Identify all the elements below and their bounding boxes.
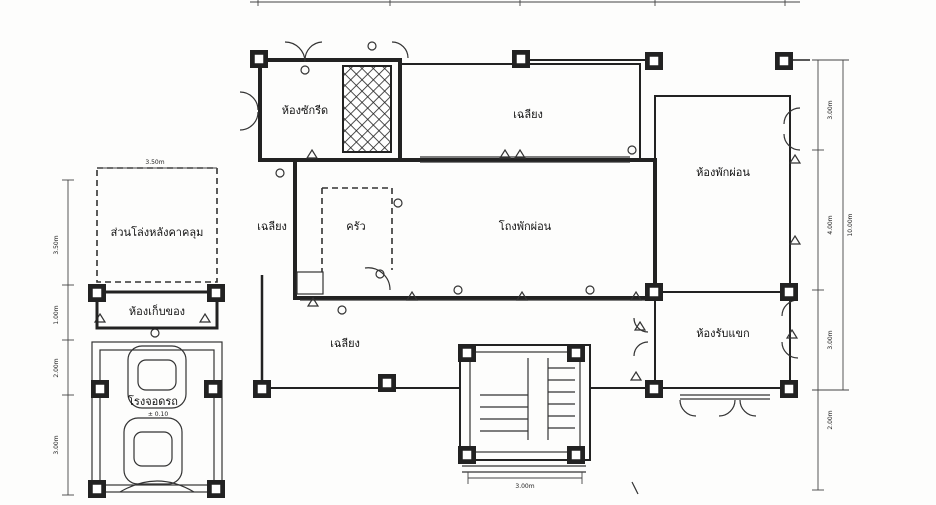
column	[567, 344, 585, 362]
column	[458, 446, 476, 464]
label-bedroom: ห้องพักผ่อน	[696, 166, 750, 179]
dimension-labels: 3.50m 1.00m 2.00m 3.00m 3.00m 4.00m 3.00…	[53, 100, 854, 490]
column	[780, 283, 798, 301]
column	[512, 50, 530, 68]
column	[458, 344, 476, 362]
dim-right-2: 4.00m	[827, 215, 834, 234]
left-annex	[91, 167, 223, 493]
label-covered-area: ส่วนโล่งหลังคาคลุม	[111, 225, 204, 239]
column	[204, 380, 222, 398]
dim-right-3: 3.00m	[827, 330, 834, 349]
column	[645, 283, 663, 301]
column	[567, 446, 585, 464]
dim-left-4: 3.00m	[53, 435, 60, 454]
label-storage: ห้องเก็บของ	[129, 304, 185, 318]
column	[88, 480, 106, 498]
dim-right-1: 3.00m	[827, 100, 834, 119]
dim-left-1: 3.50m	[53, 235, 60, 254]
column	[207, 284, 225, 302]
label-kitchen: ครัว	[346, 220, 365, 233]
main-house-walls	[258, 58, 810, 400]
plan-markers	[93, 41, 802, 381]
dim-left-3: 2.00m	[53, 358, 60, 377]
label-terrace-left: เฉลียง	[257, 220, 287, 233]
label-terrace-bottom: เฉลียง	[330, 337, 360, 350]
label-garage-level: ± 0.10	[148, 411, 168, 418]
dim-right-4: 2.00m	[827, 410, 834, 429]
staircase	[459, 344, 591, 473]
column	[207, 480, 225, 498]
column	[253, 380, 271, 398]
label-terrace-top: เฉลียง	[513, 108, 543, 121]
room-labels: ห้องซักรีด เฉลียง ห้องพักผ่อน เฉลียง ครั…	[111, 104, 751, 418]
column	[645, 52, 663, 70]
label-garage: โรงจอดรถ	[128, 394, 178, 408]
label-laundry: ห้องซักรีด	[282, 104, 328, 117]
column	[645, 380, 663, 398]
column	[88, 284, 106, 302]
dim-top-left: 3.50m	[145, 159, 164, 166]
label-hall: โถงพักผ่อน	[499, 219, 552, 233]
dim-bottom-stair: 3.00m	[515, 483, 534, 490]
column	[250, 50, 268, 68]
label-guest-room: ห้องรับแขก	[696, 327, 749, 340]
dim-right-total: 10.00m	[847, 213, 854, 236]
column	[91, 380, 109, 398]
column	[378, 374, 396, 392]
columns	[88, 50, 798, 498]
top-dimension-ticks	[250, 0, 800, 6]
dimension-lines	[62, 59, 849, 496]
door-swings	[239, 41, 801, 417]
column	[775, 52, 793, 70]
dim-left-2: 1.00m	[53, 305, 60, 324]
column	[780, 380, 798, 398]
